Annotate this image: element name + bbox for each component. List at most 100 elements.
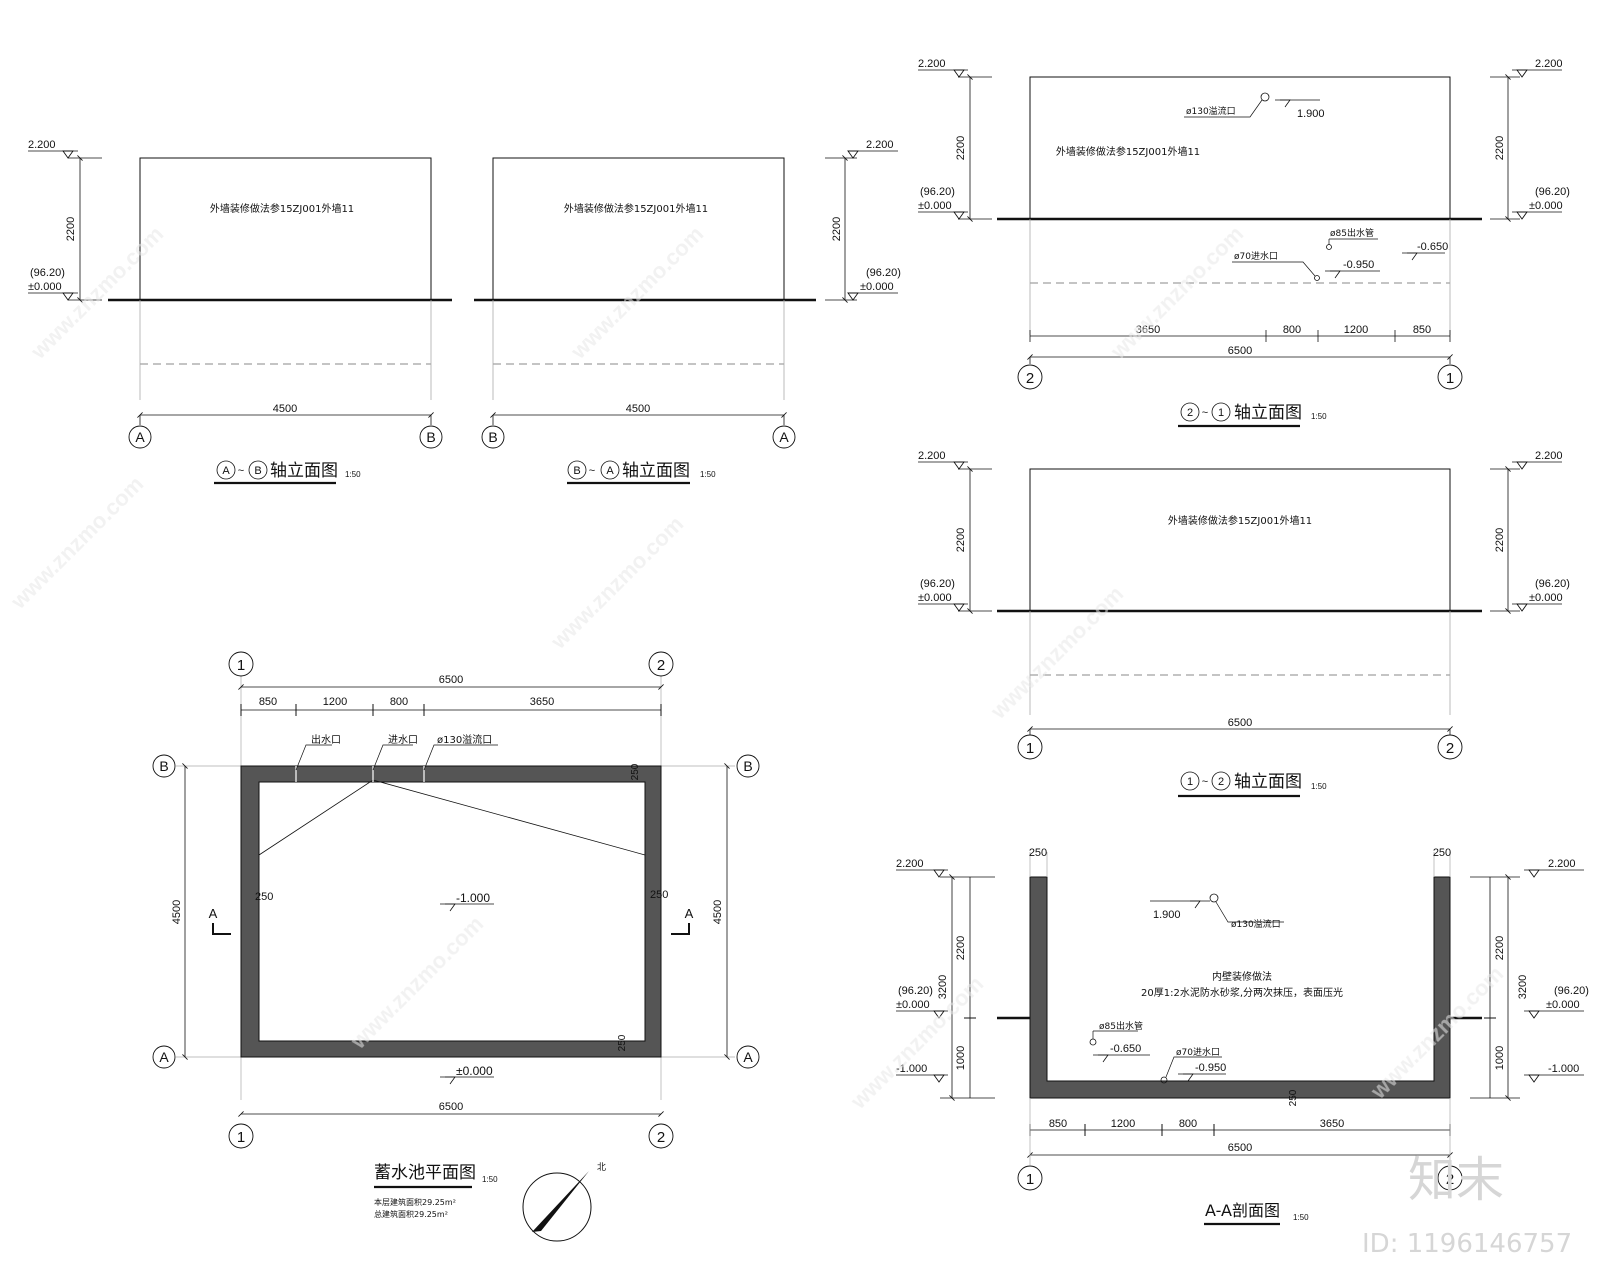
axis-bubble-left <box>1017 734 1043 760</box>
outlet-label: ø85出水管 <box>1330 227 1374 239</box>
section-level-bottom-left: -1.000 <box>896 1063 927 1075</box>
wall-right-thickness: 250 <box>1433 847 1451 859</box>
axis-bubble-right <box>772 425 796 449</box>
axis-bubble-1-bottom <box>228 1123 254 1149</box>
axis-1-bottom: 1 <box>237 1129 245 1146</box>
wall-thickness-top: 250 <box>630 763 641 780</box>
width-value: 4500 <box>626 403 650 415</box>
axis-bubble-left <box>128 425 152 449</box>
level-ground: ±0.000 <box>28 281 62 293</box>
plan-depth-left: 4500 <box>171 900 183 924</box>
axis-bubble-2-bottom <box>648 1123 674 1149</box>
title-axis-from: B <box>573 465 580 477</box>
floor-slope-lines <box>258 779 646 856</box>
title-axis-to: 2 <box>1218 776 1224 788</box>
inner-finish-title: 内壁装修做法 <box>1212 970 1272 983</box>
view-scale: 1:50 <box>1311 782 1327 791</box>
level-top: 2.200 <box>28 139 56 151</box>
section-upper-left-value: 2200 <box>955 936 967 960</box>
wall-thickness-right: 250 <box>650 889 668 901</box>
section-outlet-symbol <box>1089 1038 1097 1046</box>
section-title: A-A剖面图 <box>1205 1201 1280 1220</box>
section-level-top-right: 2.200 <box>1548 858 1576 870</box>
section-label-left: A <box>209 906 218 921</box>
section-mark-right <box>671 923 690 935</box>
axis-bubble-1-top <box>228 651 254 677</box>
section-axis-right: 2 <box>1446 1171 1454 1188</box>
view-title: 轴立面图 <box>622 461 690 481</box>
level-ground-abs: (96.20) <box>30 267 65 279</box>
overflow-level: 1.900 <box>1297 108 1325 120</box>
section-level-top-left: 2.200 <box>896 858 924 870</box>
section-inlet-label: ø70进水口 <box>1176 1046 1220 1058</box>
plan-overflow-label: ø130溢流口 <box>437 733 492 746</box>
area-total: 总建筑面积29.25m² <box>374 1209 448 1219</box>
north-label: 北 <box>597 1162 606 1173</box>
section-total-height-right-value: 3200 <box>1517 975 1529 999</box>
dim-seg-2: 800 <box>1283 324 1301 336</box>
level-top: 2.200 <box>866 139 894 151</box>
plan-depth-right: 4500 <box>712 900 724 924</box>
plan-total-bottom: 6500 <box>439 1101 463 1113</box>
elevation-1-2: 外墙装修做法参15ZJ001外墙11 2200 2.200 (96.20) ±0… <box>918 450 1570 798</box>
north-arrow-circle <box>522 1172 592 1242</box>
plan-dim-1: 850 <box>259 696 277 708</box>
watermark-logo: 知末 <box>1408 1152 1504 1208</box>
level-ground-right: ±0.000 <box>1529 592 1563 604</box>
level-top-left: 2.200 <box>918 58 946 70</box>
overflow-pipe-symbol <box>1260 92 1270 102</box>
inlet-label: ø70进水口 <box>1234 250 1278 262</box>
inner-finish-text: 20厚1:2水泥防水砂浆,分两次抹压，表面压光 <box>1141 986 1343 999</box>
level-top-left: 2.200 <box>918 450 946 462</box>
view-title: 轴立面图 <box>1234 403 1302 423</box>
watermark-site-4: www.znzmo.com <box>5 471 148 614</box>
finish-note: 外墙装修做法参15ZJ001外墙11 <box>564 202 708 215</box>
slab-thickness: 250 <box>1288 1089 1299 1106</box>
section-outlet-label: ø85出水管 <box>1099 1020 1143 1032</box>
watermark-id: ID: 1196146757 <box>1362 1229 1572 1259</box>
axis-bubble-right <box>1437 364 1463 390</box>
section-level-ground-left: ±0.000 <box>896 999 930 1011</box>
level-ground-left: ±0.000 <box>918 592 952 604</box>
wall-left-thickness: 250 <box>1029 847 1047 859</box>
north-arrow-icon <box>532 1171 589 1232</box>
view-scale: 1:50 <box>345 470 361 479</box>
plan-total-top: 6500 <box>439 674 463 686</box>
svg-text:~: ~ <box>1202 407 1208 419</box>
section-level-ground-right: ±0.000 <box>1546 999 1580 1011</box>
section-overflow-label: ø130溢流口 <box>1231 918 1281 930</box>
inlet-level: -0.950 <box>1343 259 1374 271</box>
section-mark-left <box>212 923 231 935</box>
level-ground-abs-right: (96.20) <box>1535 578 1570 590</box>
section-upper-right-value: 2200 <box>1494 936 1506 960</box>
watermark-site-3: www.znzmo.com <box>1105 221 1248 364</box>
section-overflow-level: 1.900 <box>1153 909 1181 921</box>
watermark-site-7: www.znzmo.com <box>345 911 488 1054</box>
level-ground-abs: (96.20) <box>866 267 901 279</box>
height-value-left: 2200 <box>955 528 967 552</box>
outlet-pipe-symbol <box>1326 244 1332 250</box>
section-dim-1: 850 <box>1049 1118 1067 1130</box>
axis-label-right: 2 <box>1446 740 1454 757</box>
axis-bubble-left <box>1017 364 1043 390</box>
height-value: 2200 <box>65 217 77 241</box>
axis-bubble-b-right <box>736 754 760 778</box>
plan-ground-level: ±0.000 <box>456 1064 493 1078</box>
outlet-level: -0.650 <box>1417 241 1448 253</box>
title-axis-from: A <box>222 465 230 477</box>
section-level-ground-abs-right: (96.20) <box>1554 985 1589 997</box>
level-ground-abs-left: (96.20) <box>920 186 955 198</box>
axis-label-left: A <box>135 429 145 445</box>
section-level-ground-abs-left: (96.20) <box>898 985 933 997</box>
section-total-height-left-value: 3200 <box>937 975 949 999</box>
level-ground-right: ±0.000 <box>1529 200 1563 212</box>
axis-label-right: A <box>779 429 789 445</box>
wall-outline <box>139 157 432 301</box>
title-axis-to: A <box>606 465 614 477</box>
axis-bubble-left <box>481 425 505 449</box>
wall-thickness-left: 250 <box>255 891 273 903</box>
axis-bubble-right <box>419 425 443 449</box>
axis-bubble-2-top <box>648 651 674 677</box>
finish-note: 外墙装修做法参15ZJ001外墙11 <box>1168 514 1312 527</box>
